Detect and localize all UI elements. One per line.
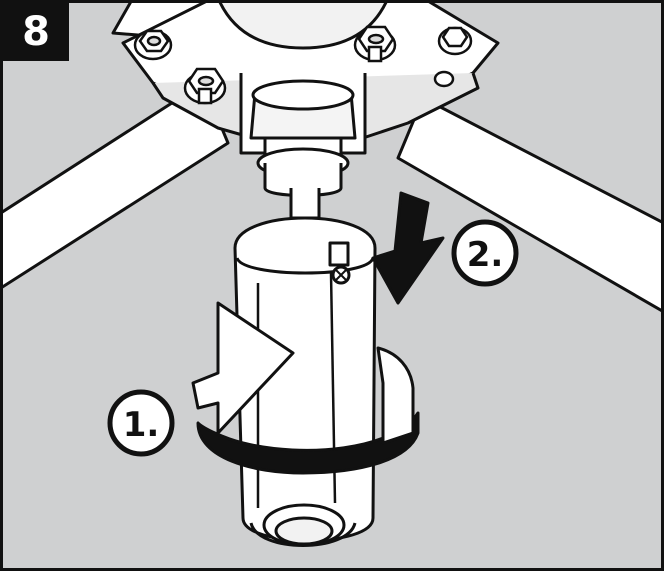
bolt-right-front <box>433 26 473 88</box>
bolt-left-back <box>133 29 173 61</box>
callout-1: 1. <box>107 389 175 457</box>
curved-rotate-arrow-icon <box>191 301 420 475</box>
bolt-left-front <box>183 67 227 105</box>
bolt-right-back <box>353 25 397 63</box>
callout-2: 2. <box>451 219 519 287</box>
step-number-badge: 8 <box>3 3 69 61</box>
down-arrow-icon <box>371 191 445 305</box>
callout-1-label: 1. <box>123 405 160 445</box>
valve-coupling <box>249 79 357 220</box>
callout-2-label: 2. <box>467 235 504 275</box>
filter-install-diagram: 1. 2. <box>3 3 661 547</box>
